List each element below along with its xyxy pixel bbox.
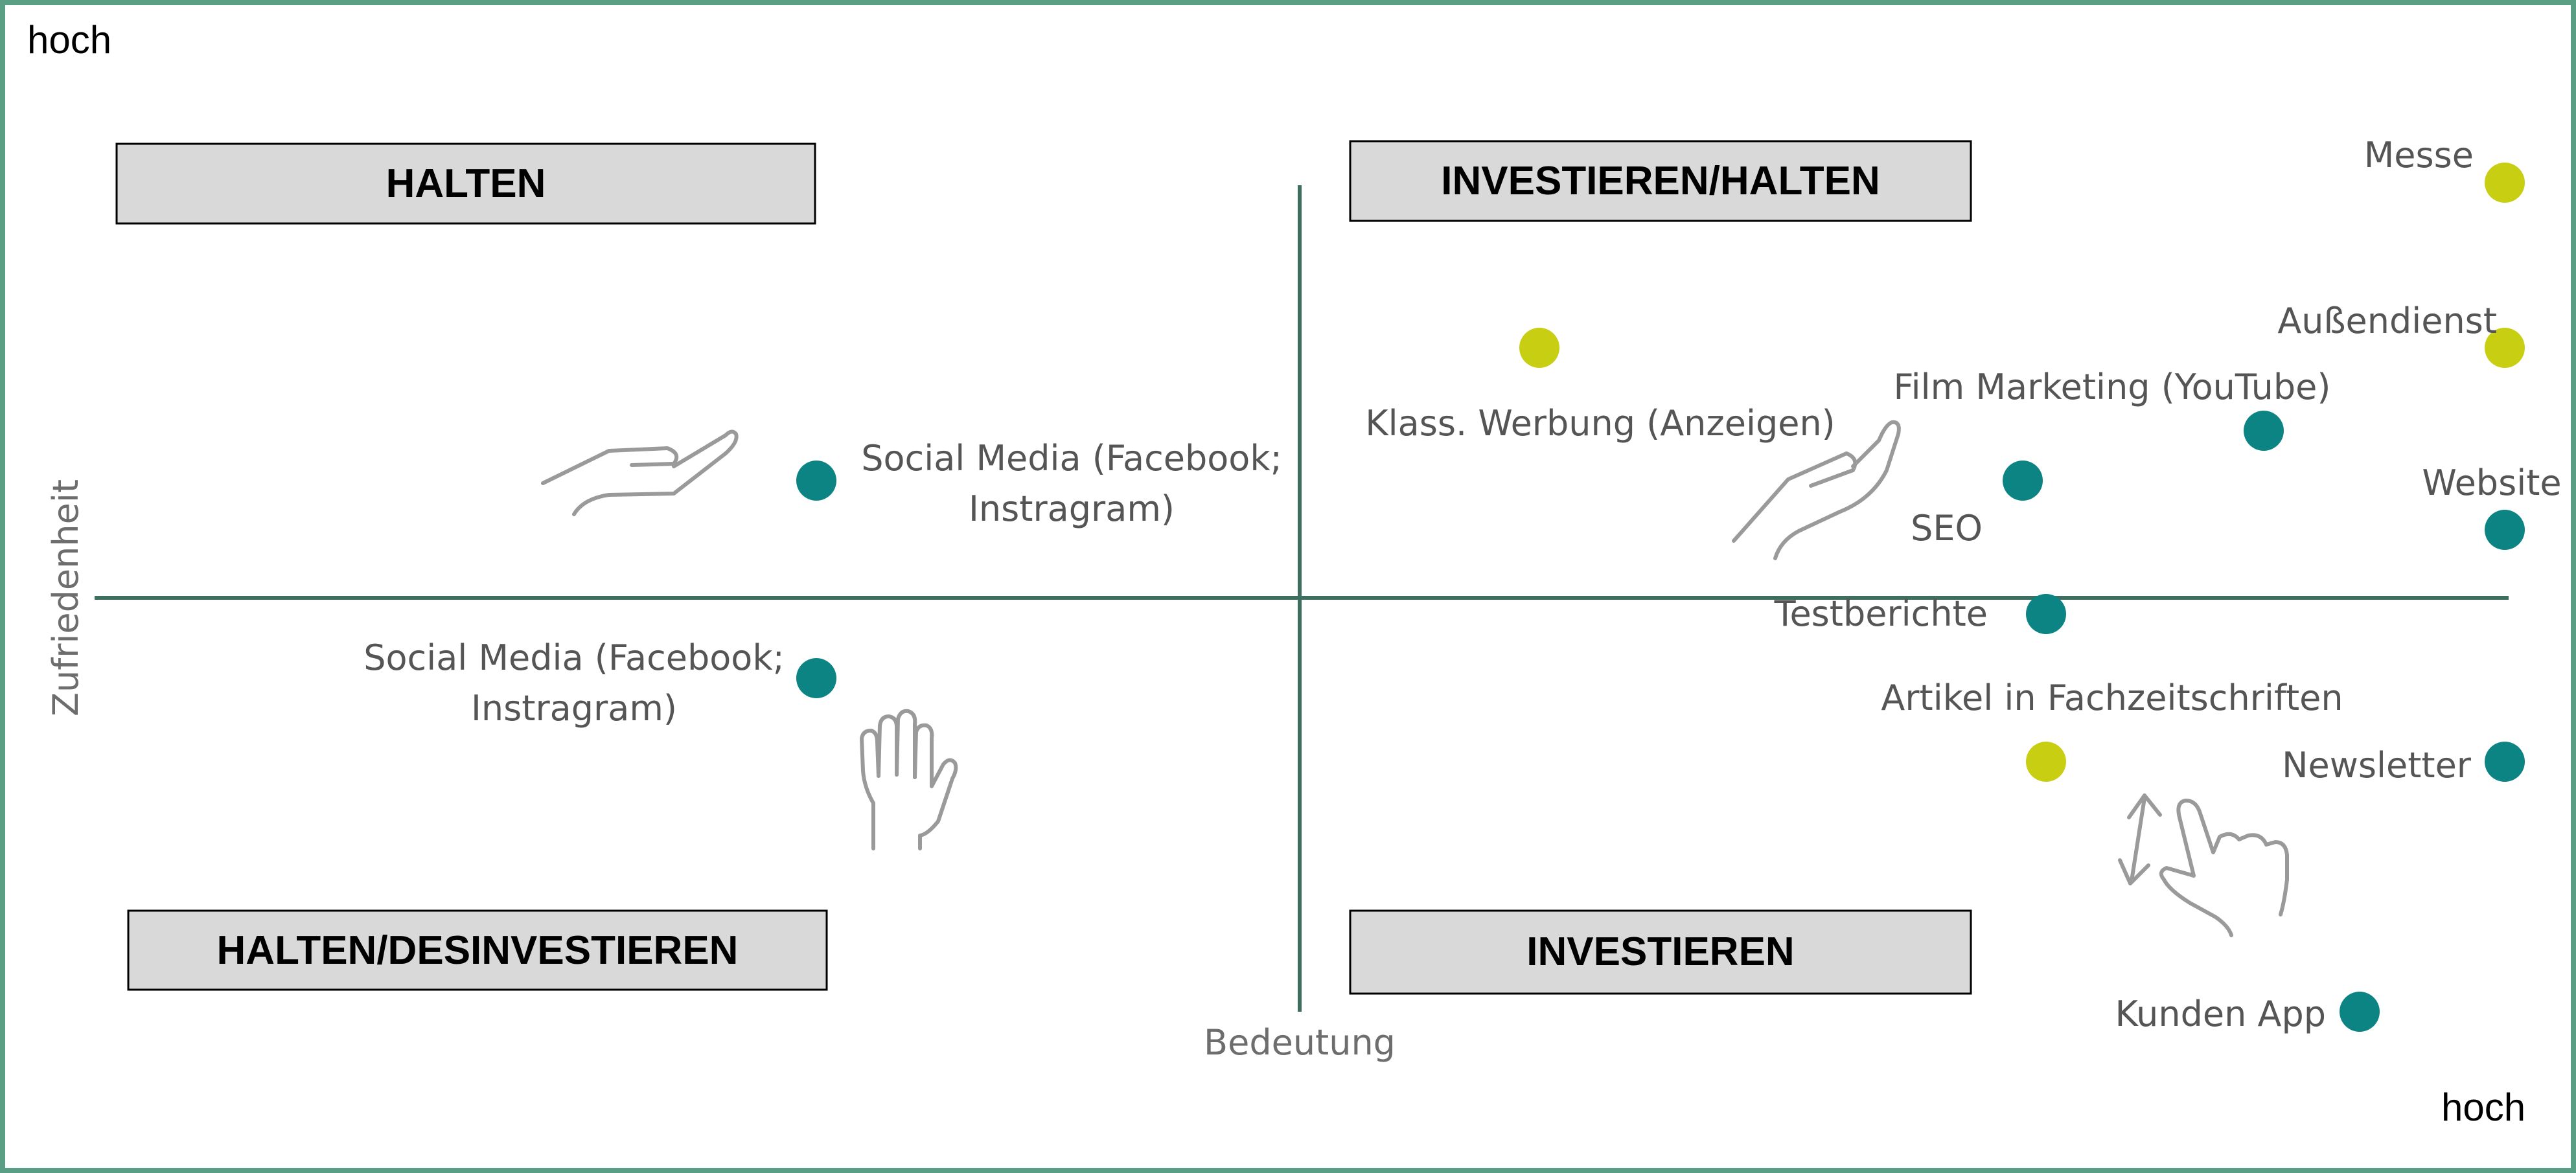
data-point-label: Website: [2422, 462, 2561, 503]
quadrant-label-investieren-halten: INVESTIEREN/HALTEN: [1441, 159, 1880, 203]
y-axis-label: Zufriedenheit: [45, 479, 86, 716]
corner-label-top-left: hoch: [27, 18, 111, 62]
stop-hand-icon: [860, 709, 958, 850]
data-point: Kunden App: [2115, 992, 2380, 1034]
data-point: Artikel in Fachzeitschriften: [1881, 678, 2343, 782]
quadrant-label-halten: HALTEN: [386, 161, 546, 206]
data-point-marker: [2026, 594, 2066, 634]
data-point-label: Instragram): [471, 688, 677, 729]
data-point: Social Media (Facebook; Instragram): [796, 438, 1282, 529]
data-point-label: Film Marketing (YouTube): [1894, 367, 2331, 407]
data-point-label: Newsletter: [2282, 745, 2472, 786]
data-point: Klass. Werbung (Anzeigen): [1365, 328, 1835, 444]
data-point-label: Artikel in Fachzeitschriften: [1881, 678, 2343, 718]
open-hand-left-icon: [541, 429, 739, 516]
data-point-label: Social Media (Facebook;: [861, 438, 1282, 479]
data-point-label: Klass. Werbung (Anzeigen): [1365, 403, 1835, 444]
quadrant-label-investieren: INVESTIEREN: [1526, 929, 1794, 974]
data-point: SEO: [1911, 461, 2043, 549]
data-point-label: Außendienst: [2277, 301, 2497, 341]
data-point-marker: [2485, 510, 2525, 550]
swipe-hand-icon: [2118, 793, 2289, 937]
open-hand-right-icon: [1732, 420, 1901, 560]
data-point-label: Social Media (Facebook;: [363, 637, 785, 678]
data-point-label: Kunden App: [2115, 994, 2326, 1034]
quadrant-box-investieren-halten: INVESTIEREN/HALTEN: [1349, 140, 1972, 222]
data-point: Film Marketing (YouTube): [1894, 367, 2331, 451]
data-point-marker: [2244, 411, 2284, 451]
data-point: Messe: [2364, 135, 2525, 203]
corner-label-bottom-right: hoch: [2441, 1086, 2525, 1129]
data-point-label: Instragram): [969, 488, 1175, 529]
quadrant-box-investieren: INVESTIEREN: [1349, 909, 1972, 995]
quadrant-box-halten: HALTEN: [115, 142, 816, 225]
data-point-marker: [2003, 461, 2043, 501]
data-point-label: SEO: [1911, 508, 1983, 549]
data-point-label: Messe: [2364, 135, 2474, 176]
data-point: Social Media (Facebook; Instragram): [363, 637, 836, 729]
x-axis-label: Bedeutung: [1204, 1022, 1396, 1063]
quadrant-label-halten-desinvestieren: HALTEN/DESINVESTIEREN: [217, 928, 739, 973]
data-point-marker: [2485, 163, 2525, 203]
data-point-marker: [2340, 992, 2380, 1032]
data-point-label: Testberichte: [1774, 593, 1988, 634]
data-point: Außendienst: [2277, 301, 2525, 368]
data-point-marker: [1519, 328, 1559, 368]
data-point-marker: [2485, 328, 2525, 368]
data-point: Website: [2422, 462, 2562, 550]
quadrant-box-halten-desinvestieren: HALTEN/DESINVESTIEREN: [127, 909, 828, 991]
data-point-marker: [796, 461, 836, 501]
data-point-marker: [2485, 742, 2525, 782]
data-point: Testberichte: [1774, 593, 2066, 634]
data-point-marker: [796, 658, 836, 698]
data-point: Newsletter: [2282, 742, 2525, 786]
data-point-marker: [2026, 742, 2066, 782]
